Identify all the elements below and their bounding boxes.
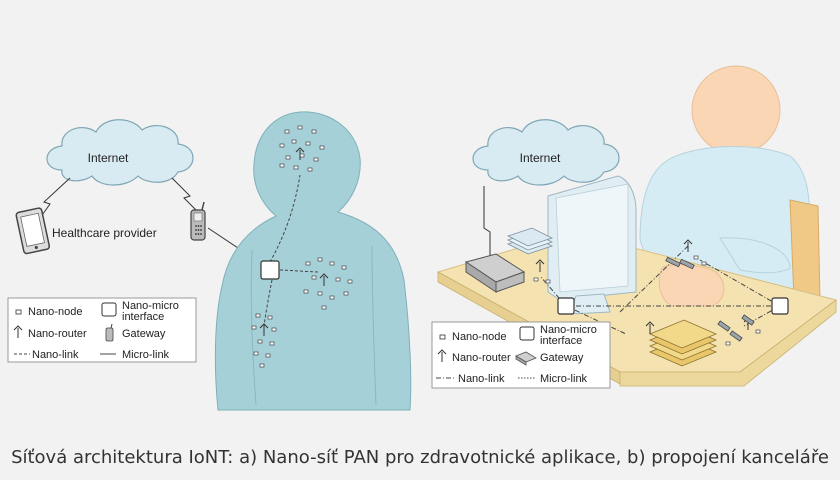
panel-a-healthcare: Internet Healthcare provider — [7, 111, 412, 411]
legend-right-interface-symbol — [519, 326, 535, 341]
legend-right-gateway-symbol — [515, 351, 537, 366]
document-stack-desk — [648, 319, 718, 367]
legend-right: Nano-node Nano-micro interface Nano-rout… — [431, 321, 611, 389]
legend-gateway-label: Gateway — [122, 328, 166, 340]
internet-label-right: Internet — [520, 151, 561, 165]
figure-caption: Síťová architektura IoNT: a) Nano-síť PA… — [11, 447, 829, 468]
legend-right-micro-link-label: Micro-link — [540, 373, 588, 385]
gateway-router-device — [464, 253, 526, 293]
nano-node-cluster-chest — [303, 257, 353, 310]
chair-back — [789, 199, 821, 301]
legend-micro-link-label: Micro-link — [122, 349, 170, 361]
internet-cloud-left: Internet — [46, 119, 194, 186]
micro-link-cloud-gateway — [483, 186, 491, 262]
computer-monitor — [547, 175, 637, 315]
legend-interface-label-1: Nano-micro — [122, 300, 179, 312]
nano-micro-interface-desk-2 — [771, 297, 789, 315]
nano-micro-interface-body — [260, 260, 280, 280]
internet-cloud-right: Internet — [472, 119, 620, 186]
legend-right-nano-link-label: Nano-link — [458, 373, 505, 385]
nano-router-head — [295, 147, 305, 160]
legend-nano-router-label: Nano-router — [28, 328, 87, 340]
legend-interface-symbol — [101, 302, 117, 317]
nano-nodes-desk — [533, 255, 761, 346]
legend-right-nano-node-label: Nano-node — [452, 331, 506, 343]
gateway-phone-icon — [190, 201, 206, 241]
legend-right-gateway-label: Gateway — [540, 352, 584, 364]
legend-right-nano-router-label: Nano-router — [452, 352, 511, 364]
nano-micro-interface-desk-1 — [557, 297, 575, 315]
legend-gateway-symbol — [105, 323, 114, 342]
legend-left: Nano-node Nano-micro interface Nano-rout… — [7, 297, 197, 363]
legend-right-interface-label-1: Nano-micro — [540, 324, 597, 336]
legend-nano-link-label: Nano-link — [32, 349, 79, 361]
nano-router-chest — [319, 273, 329, 286]
nano-links-body — [263, 174, 319, 327]
legend-interface-label-2: interface — [122, 311, 164, 323]
internet-label-left: Internet — [88, 151, 129, 165]
legend-nano-node-symbol — [15, 309, 22, 315]
legend-nano-router-symbol — [13, 325, 23, 338]
legend-right-nano-node-symbol — [439, 334, 446, 340]
document-stack-top — [506, 227, 554, 255]
nano-router-arm — [259, 323, 269, 336]
tablet-icon — [15, 207, 51, 255]
micro-link-tablet-cloud — [39, 177, 71, 219]
person-arm — [658, 264, 725, 307]
desk-small-items — [665, 256, 755, 342]
nano-node-cluster-arm — [251, 313, 277, 368]
legend-right-nano-router-symbol — [437, 349, 447, 362]
panel-b-office: Internet — [431, 65, 838, 389]
micro-link-cloud-phone — [171, 177, 197, 211]
legend-right-interface-label-2: interface — [540, 335, 582, 347]
healthcare-provider-label: Healthcare provider — [52, 226, 157, 240]
person-head — [691, 65, 781, 155]
legend-nano-node-label: Nano-node — [28, 306, 82, 318]
human-body-silhouette — [214, 111, 412, 411]
